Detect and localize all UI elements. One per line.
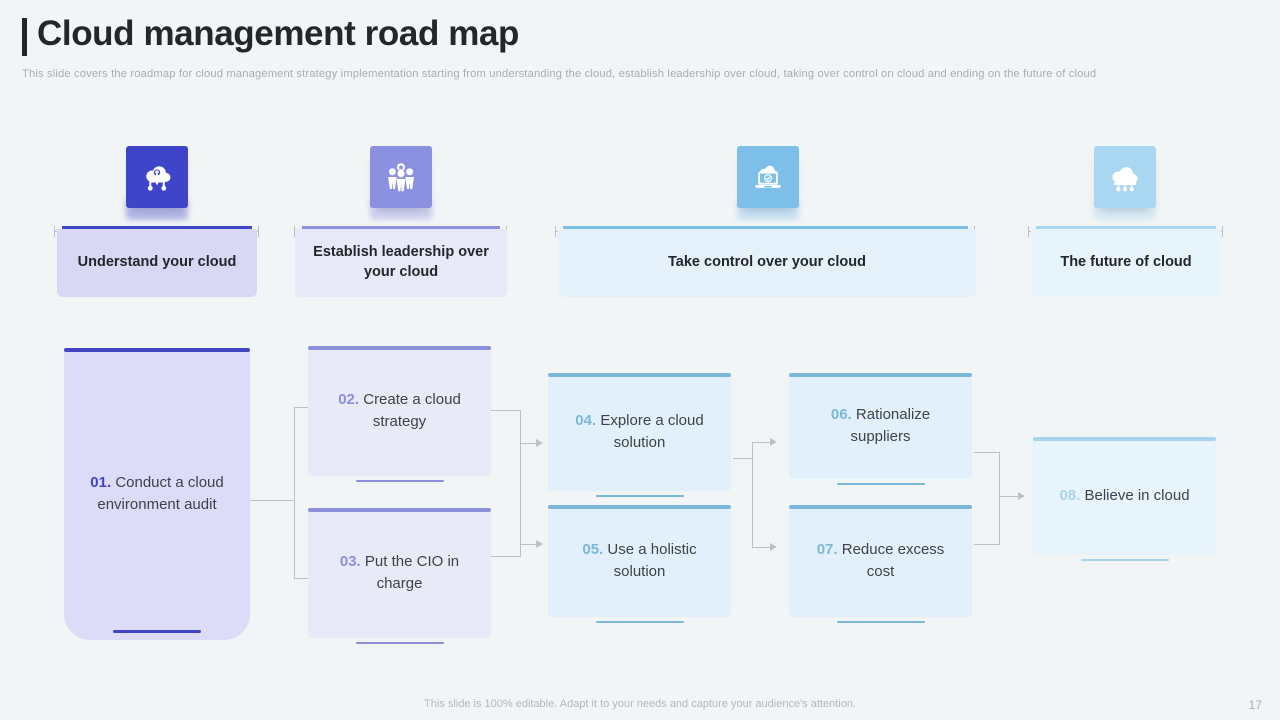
- step-number-05: 05.: [582, 540, 604, 558]
- step-card-06-underline: [836, 482, 925, 485]
- step-text-02: Create a cloud strategy: [363, 390, 461, 431]
- step-card-03-label: 03. Put the CIO in charge: [308, 551, 491, 596]
- connector-07-out: [974, 544, 1000, 545]
- step-card-04[interactable]: 04. Explore a cloud solution: [548, 373, 731, 497]
- step-card-08-topbar: [1033, 437, 1216, 441]
- connector-01-to-03: [294, 578, 319, 579]
- step-number-03: 03.: [339, 552, 361, 570]
- connector-01-to-02: [294, 407, 319, 408]
- step-card-03[interactable]: 03. Put the CIO in charge: [308, 508, 491, 644]
- step-card-01-label: 01. Conduct a cloud environment audit: [64, 472, 250, 517]
- step-card-02-label: 02. Create a cloud strategy: [308, 389, 491, 434]
- arrow-to-05: [536, 540, 543, 548]
- connector-06-07-merge: [999, 452, 1000, 545]
- arrow-to-04: [536, 439, 543, 447]
- connector-02-out: [491, 410, 521, 411]
- step-card-07[interactable]: 07. Reduce excess cost: [789, 505, 972, 623]
- step-card-06[interactable]: 06. Rationalize suppliers: [789, 373, 972, 485]
- step-card-06-topbar: [789, 373, 972, 377]
- cloud-nodes-icon: [1094, 146, 1156, 208]
- step-card-05-label: 05. Use a holistic solution: [548, 539, 731, 584]
- step-text-06: Rationalize suppliers: [850, 405, 931, 446]
- phase-banner-4[interactable]: The future of cloud: [1031, 229, 1221, 297]
- step-card-07-topbar: [789, 505, 972, 509]
- step-text-04: Explore a cloud solution: [600, 411, 704, 452]
- step-card-01[interactable]: 01. Conduct a cloud environment audit: [64, 348, 250, 640]
- connector-06-out: [974, 452, 1000, 453]
- step-card-02-underline: [355, 479, 444, 482]
- step-card-03-topbar: [308, 508, 491, 512]
- step-number-01: 01.: [90, 473, 112, 491]
- title-accent-rule: [22, 18, 27, 56]
- phase-dimension-line-3: [563, 226, 968, 229]
- step-card-02[interactable]: 02. Create a cloud strategy: [308, 346, 491, 482]
- phase-banner-2[interactable]: Establish leadership over your cloud: [295, 229, 507, 297]
- step-card-08[interactable]: 08. Believe in cloud: [1033, 437, 1216, 561]
- page-subtitle: This slide covers the roadmap for cloud …: [22, 68, 1097, 80]
- phase-label-2: Establish leadership over your cloud: [313, 244, 489, 280]
- connector-03-out: [491, 556, 521, 557]
- step-number-02: 02.: [338, 390, 360, 408]
- arrow-to-07: [770, 543, 777, 551]
- connector-to-07: [752, 547, 774, 548]
- step-card-02-topbar: [308, 346, 491, 350]
- connector-to-05: [520, 544, 542, 545]
- phase-label-3: Take control over your cloud: [668, 254, 866, 271]
- step-card-05-underline: [595, 620, 684, 623]
- connector-to-08: [999, 496, 1022, 497]
- arrow-to-08: [1018, 492, 1025, 500]
- connector-02-03-merge: [520, 410, 521, 556]
- step-card-05[interactable]: 05. Use a holistic solution: [548, 505, 731, 623]
- phase-dimension-line-4: [1036, 226, 1216, 229]
- step-card-05-topbar: [548, 505, 731, 509]
- step-card-04-underline: [595, 494, 684, 497]
- phase-label-1: Understand your cloud: [77, 254, 237, 271]
- phase-banner-1[interactable]: Understand your cloud: [57, 229, 257, 297]
- step-card-01-topbar: [64, 348, 250, 352]
- step-card-07-label: 07. Reduce excess cost: [789, 539, 972, 584]
- step-text-05: Use a holistic solution: [607, 540, 697, 581]
- step-number-08: 08.: [1059, 486, 1081, 504]
- step-number-07: 07.: [816, 540, 838, 558]
- phase-label-4: The future of cloud: [1060, 254, 1192, 271]
- step-card-01-underline: [113, 630, 201, 633]
- step-card-07-underline: [836, 620, 925, 623]
- cloud-network-icon: [126, 146, 188, 208]
- footer-note: This slide is 100% editable. Adapt it to…: [424, 698, 856, 710]
- arrow-to-06: [770, 438, 777, 446]
- leadership-team-icon: [370, 146, 432, 208]
- connector-to-04: [520, 443, 542, 444]
- step-card-06-label: 06. Rationalize suppliers: [789, 404, 972, 449]
- step-number-04: 04.: [575, 411, 597, 429]
- connector-04-05-spine: [752, 442, 753, 547]
- connector-01-spine: [294, 407, 295, 579]
- step-text-07: Reduce excess cost: [841, 540, 945, 581]
- page-number: 17: [1248, 698, 1262, 712]
- step-card-04-label: 04. Explore a cloud solution: [548, 410, 731, 455]
- step-number-06: 06.: [830, 405, 852, 423]
- phase-dimension-line-2: [302, 226, 500, 229]
- laptop-cloud-check-icon: [737, 146, 799, 208]
- step-text-03: Put the CIO in charge: [364, 552, 460, 593]
- step-text-01: Conduct a cloud environment audit: [97, 473, 224, 514]
- step-card-08-label: 08. Believe in cloud: [1045, 485, 1203, 508]
- page-title: Cloud management road map: [37, 14, 520, 53]
- step-card-08-underline: [1080, 558, 1169, 561]
- connector-04-out: [733, 458, 753, 459]
- phase-dimension-line-1: [62, 226, 252, 229]
- step-text-08: Believe in cloud: [1084, 486, 1190, 504]
- connector-to-06: [752, 442, 774, 443]
- step-card-03-underline: [355, 641, 444, 644]
- phase-banner-3[interactable]: Take control over your cloud: [558, 229, 976, 297]
- connector-01-stem: [250, 500, 295, 501]
- step-card-04-topbar: [548, 373, 731, 377]
